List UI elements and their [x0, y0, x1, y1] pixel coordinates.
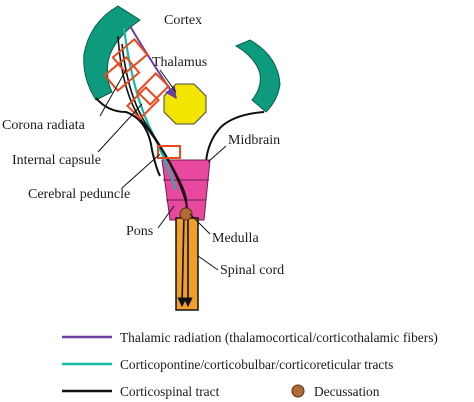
corticospinal-tract-line-crossed [121, 43, 188, 307]
legend-decussation: Decussation [314, 384, 380, 399]
thalamus-label: Thalamus [152, 55, 207, 70]
leader-lines [97, 69, 227, 271]
cortex-label: Cortex [164, 13, 202, 28]
legend-swatch-decussation [291, 384, 305, 398]
legend: Thalamic radiation (thalamocortical/cort… [62, 330, 438, 399]
cerebral-peduncle-label: Cerebral peduncle [28, 187, 130, 202]
internal-capsule-markers [126, 72, 170, 120]
midbrain-label: Midbrain [228, 133, 280, 148]
cerebral-peduncle-marker [157, 145, 181, 159]
corona-radiata-label: Corona radiata [2, 118, 86, 133]
decussation-dot [179, 207, 193, 221]
legend-thalamic-radiation: Thalamic radiation (thalamocortical/cort… [120, 330, 438, 345]
corona-radiata-markers [103, 37, 149, 93]
pons-label: Pons [126, 224, 153, 239]
medulla-label: Medulla [212, 231, 259, 246]
cortex-left-hemisphere [83, 5, 141, 101]
cortex-right-hemisphere [234, 39, 281, 113]
legend-corticopontine: Corticopontine/corticobulbar/corticoreti… [120, 357, 393, 372]
spinal-cord-label: Spinal cord [220, 263, 284, 278]
brain-outline-right [205, 111, 265, 163]
spinal-cord-shape [175, 217, 199, 311]
thalamic-radiation-line [129, 25, 177, 99]
brain-outline-left [95, 97, 161, 177]
legend-corticospinal: Corticospinal tract [120, 384, 220, 399]
internal-capsule-label: Internal capsule [12, 153, 101, 168]
